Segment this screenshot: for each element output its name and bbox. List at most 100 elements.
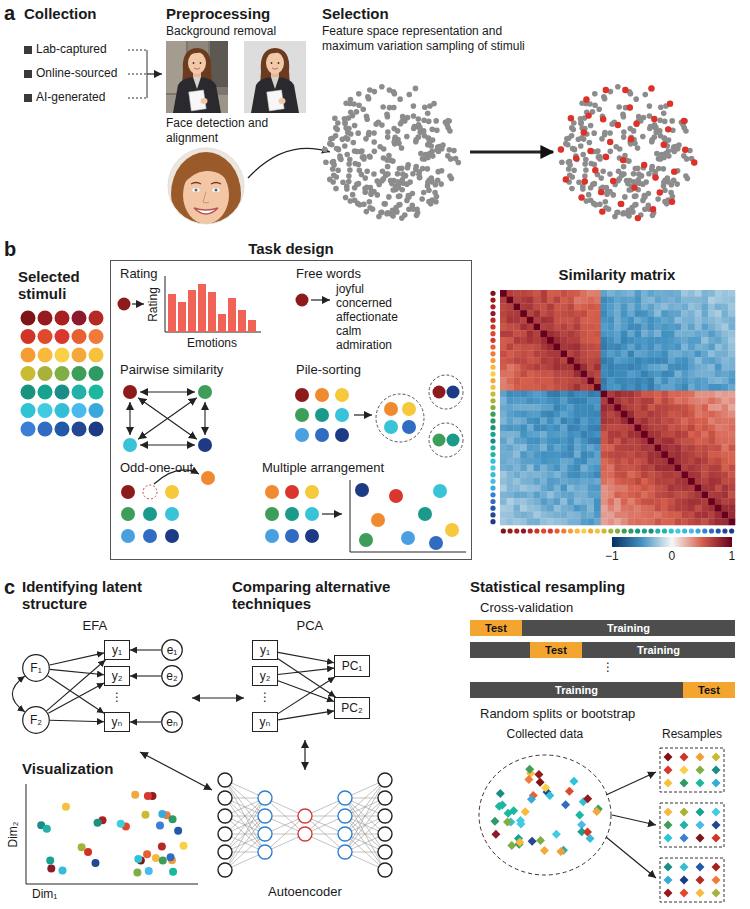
matrix-cell	[601, 344, 608, 351]
bracket-arrow	[147, 73, 162, 74]
matrix-cell	[527, 512, 534, 519]
matrix-cell	[554, 471, 561, 478]
matrix-cell	[621, 371, 628, 378]
matrix-cell	[654, 317, 661, 324]
feature-point	[649, 164, 655, 170]
matrix-cell	[715, 485, 722, 492]
matrix-cell	[601, 485, 608, 492]
matrix-cell	[534, 498, 541, 505]
matrix-cell	[654, 364, 661, 371]
matrix-cell	[547, 357, 554, 364]
feature-point	[662, 135, 668, 141]
matrix-cell	[722, 317, 729, 324]
feature-point	[640, 134, 646, 140]
matrix-cell	[520, 471, 527, 478]
feature-point	[342, 116, 348, 122]
matrix-cell	[540, 411, 547, 418]
matrix-cell	[560, 498, 567, 505]
stimulus-dot	[72, 366, 87, 381]
matrix-cell	[574, 364, 581, 371]
matrix-cell	[520, 478, 527, 485]
matrix-cell	[668, 344, 675, 351]
matrix-cell	[722, 330, 729, 337]
matrix-cell	[607, 431, 614, 438]
matrix-cell	[607, 404, 614, 411]
matrix-cell	[688, 290, 695, 297]
matrix-cell	[581, 485, 588, 492]
matrix-cell	[641, 290, 648, 297]
feature-point	[597, 156, 603, 162]
stimulus-dot	[445, 523, 459, 537]
matrix-cell	[554, 391, 561, 398]
matrix-cell	[708, 418, 715, 425]
feature-point	[381, 201, 387, 207]
matrix-cell	[520, 505, 527, 512]
feature-point	[413, 86, 419, 92]
matrix-cell	[607, 371, 614, 378]
matrix-cell	[654, 330, 661, 337]
stimulus-dot	[121, 529, 135, 543]
feature-point	[384, 111, 390, 117]
matrix-cell	[701, 491, 708, 498]
feature-point	[382, 201, 388, 207]
matrix-cell	[648, 324, 655, 331]
feature-point	[379, 210, 385, 216]
matrix-cell	[701, 397, 708, 404]
matrix-cell	[648, 451, 655, 458]
matrix-cell	[547, 391, 554, 398]
feature-point	[367, 205, 373, 211]
matrix-cell	[614, 371, 621, 378]
matrix-cell	[547, 317, 554, 324]
matrix-cell	[547, 384, 554, 391]
feature-point	[621, 129, 627, 135]
matrix-cell	[607, 310, 614, 317]
matrix-cell	[681, 330, 688, 337]
matrix-cell	[695, 303, 702, 310]
matrix-cell	[634, 290, 641, 297]
matrix-cell	[554, 330, 561, 337]
feature-point	[592, 162, 598, 168]
stimulus-dot	[121, 485, 135, 499]
matrix-cell	[540, 498, 547, 505]
feature-point	[586, 192, 592, 198]
matrix-cell	[621, 377, 628, 384]
matrix-cell	[675, 404, 682, 411]
matrix-cell	[681, 471, 688, 478]
arrow	[311, 299, 330, 300]
bullet-square	[24, 70, 32, 78]
matrix-cell	[520, 397, 527, 404]
hair	[171, 152, 241, 236]
matrix-cell	[574, 384, 581, 391]
matrix-cell	[601, 451, 608, 458]
matrix-cell	[547, 418, 554, 425]
stimulus-dot	[38, 422, 53, 437]
coat	[173, 77, 221, 113]
eye	[271, 62, 273, 64]
feature-point	[449, 176, 455, 182]
matrix-cell	[628, 498, 635, 505]
feature-point	[653, 175, 659, 181]
stimulus-dot	[21, 403, 36, 418]
matrix-cell	[688, 364, 695, 371]
matrix-cell	[540, 317, 547, 324]
feature-point	[367, 154, 373, 160]
matrix-cell	[513, 290, 520, 297]
matrix-cell	[614, 297, 621, 304]
feature-point	[360, 106, 366, 112]
matrix-cell	[668, 505, 675, 512]
matrix-cell	[648, 317, 655, 324]
feature-point	[366, 132, 372, 138]
matrix-cell	[513, 324, 520, 331]
thick-arrow	[470, 151, 553, 154]
matrix-cell	[688, 344, 695, 351]
matrix-cell	[567, 364, 574, 371]
matrix-cell	[607, 364, 614, 371]
matrix-cell	[675, 397, 682, 404]
matrix-cell	[675, 384, 682, 391]
matrix-cell	[540, 337, 547, 344]
arrow	[132, 303, 144, 304]
matrix-cell	[634, 317, 641, 324]
matrix-cell	[715, 471, 722, 478]
matrix-cell	[701, 384, 708, 391]
nose	[203, 192, 209, 203]
